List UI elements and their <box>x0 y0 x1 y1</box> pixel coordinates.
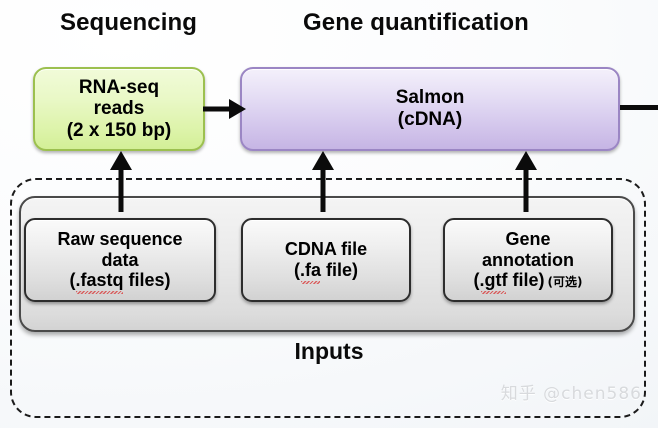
input-box-fastq-line2: data <box>101 249 139 270</box>
input-box-cdna-line3: (.fa file) <box>293 260 359 284</box>
input-box-gtf-line2: annotation <box>482 249 574 270</box>
inputs-dashed-container <box>10 178 646 418</box>
input-box-fastq-line3: (.fastq files) <box>69 270 171 295</box>
node-rnaseq-line2: reads <box>93 98 145 120</box>
arrow-gtf-to-salmon <box>515 151 537 212</box>
input-box-gtf-optional-tag: (可选) <box>547 275 583 290</box>
arrow-reads-to-salmon <box>203 99 246 119</box>
node-rnaseq-line3: (2 x 150 bp) <box>66 119 172 141</box>
watermark: 知乎 @chen586 <box>500 384 642 404</box>
input-box-cdna-extension: .fa <box>299 260 321 284</box>
node-salmon: Salmon (cDNA) <box>240 67 620 151</box>
node-salmon-line2: (cDNA) <box>397 109 463 130</box>
input-box-fastq-prefix: ( <box>69 270 76 291</box>
section-title-sequencing: Sequencing <box>60 9 198 36</box>
input-box-cdna-prefix: ( <box>293 260 300 280</box>
input-box-gtf-suffix: file) <box>507 270 545 291</box>
input-box-raw-sequence-data: Raw sequence data (.fastq files) <box>24 218 216 302</box>
input-box-fastq-suffix: files) <box>123 270 171 291</box>
input-box-gtf-prefix: ( <box>473 270 480 291</box>
node-salmon-line1: Salmon <box>395 87 465 109</box>
input-box-gtf-extension: .gtf <box>479 270 508 295</box>
line-salmon-output <box>620 105 658 110</box>
input-box-fastq-line1: Raw sequence <box>57 228 183 249</box>
input-box-cdna-file: CDNA file (.fa file) <box>241 218 411 302</box>
arrow-cdna-to-salmon <box>312 151 334 212</box>
input-box-cdna-suffix: file) <box>321 260 359 280</box>
node-rnaseq-line1: RNA-seq <box>78 76 160 98</box>
input-box-cdna-line1: CDNA file <box>284 239 368 260</box>
inputs-group-label: Inputs <box>294 338 364 364</box>
input-box-gtf-line3: (.gtf file)(可选) <box>473 270 583 295</box>
node-rnaseq-reads: RNA-seq reads (2 x 150 bp) <box>33 67 205 151</box>
arrow-fastq-to-salmon <box>110 151 132 212</box>
section-title-gene-quantification: Gene quantification <box>303 9 529 36</box>
input-box-fastq-extension: .fastq <box>75 270 124 295</box>
input-box-gene-annotation: Gene annotation (.gtf file)(可选) <box>443 218 613 302</box>
input-box-gtf-line1: Gene <box>505 228 551 249</box>
